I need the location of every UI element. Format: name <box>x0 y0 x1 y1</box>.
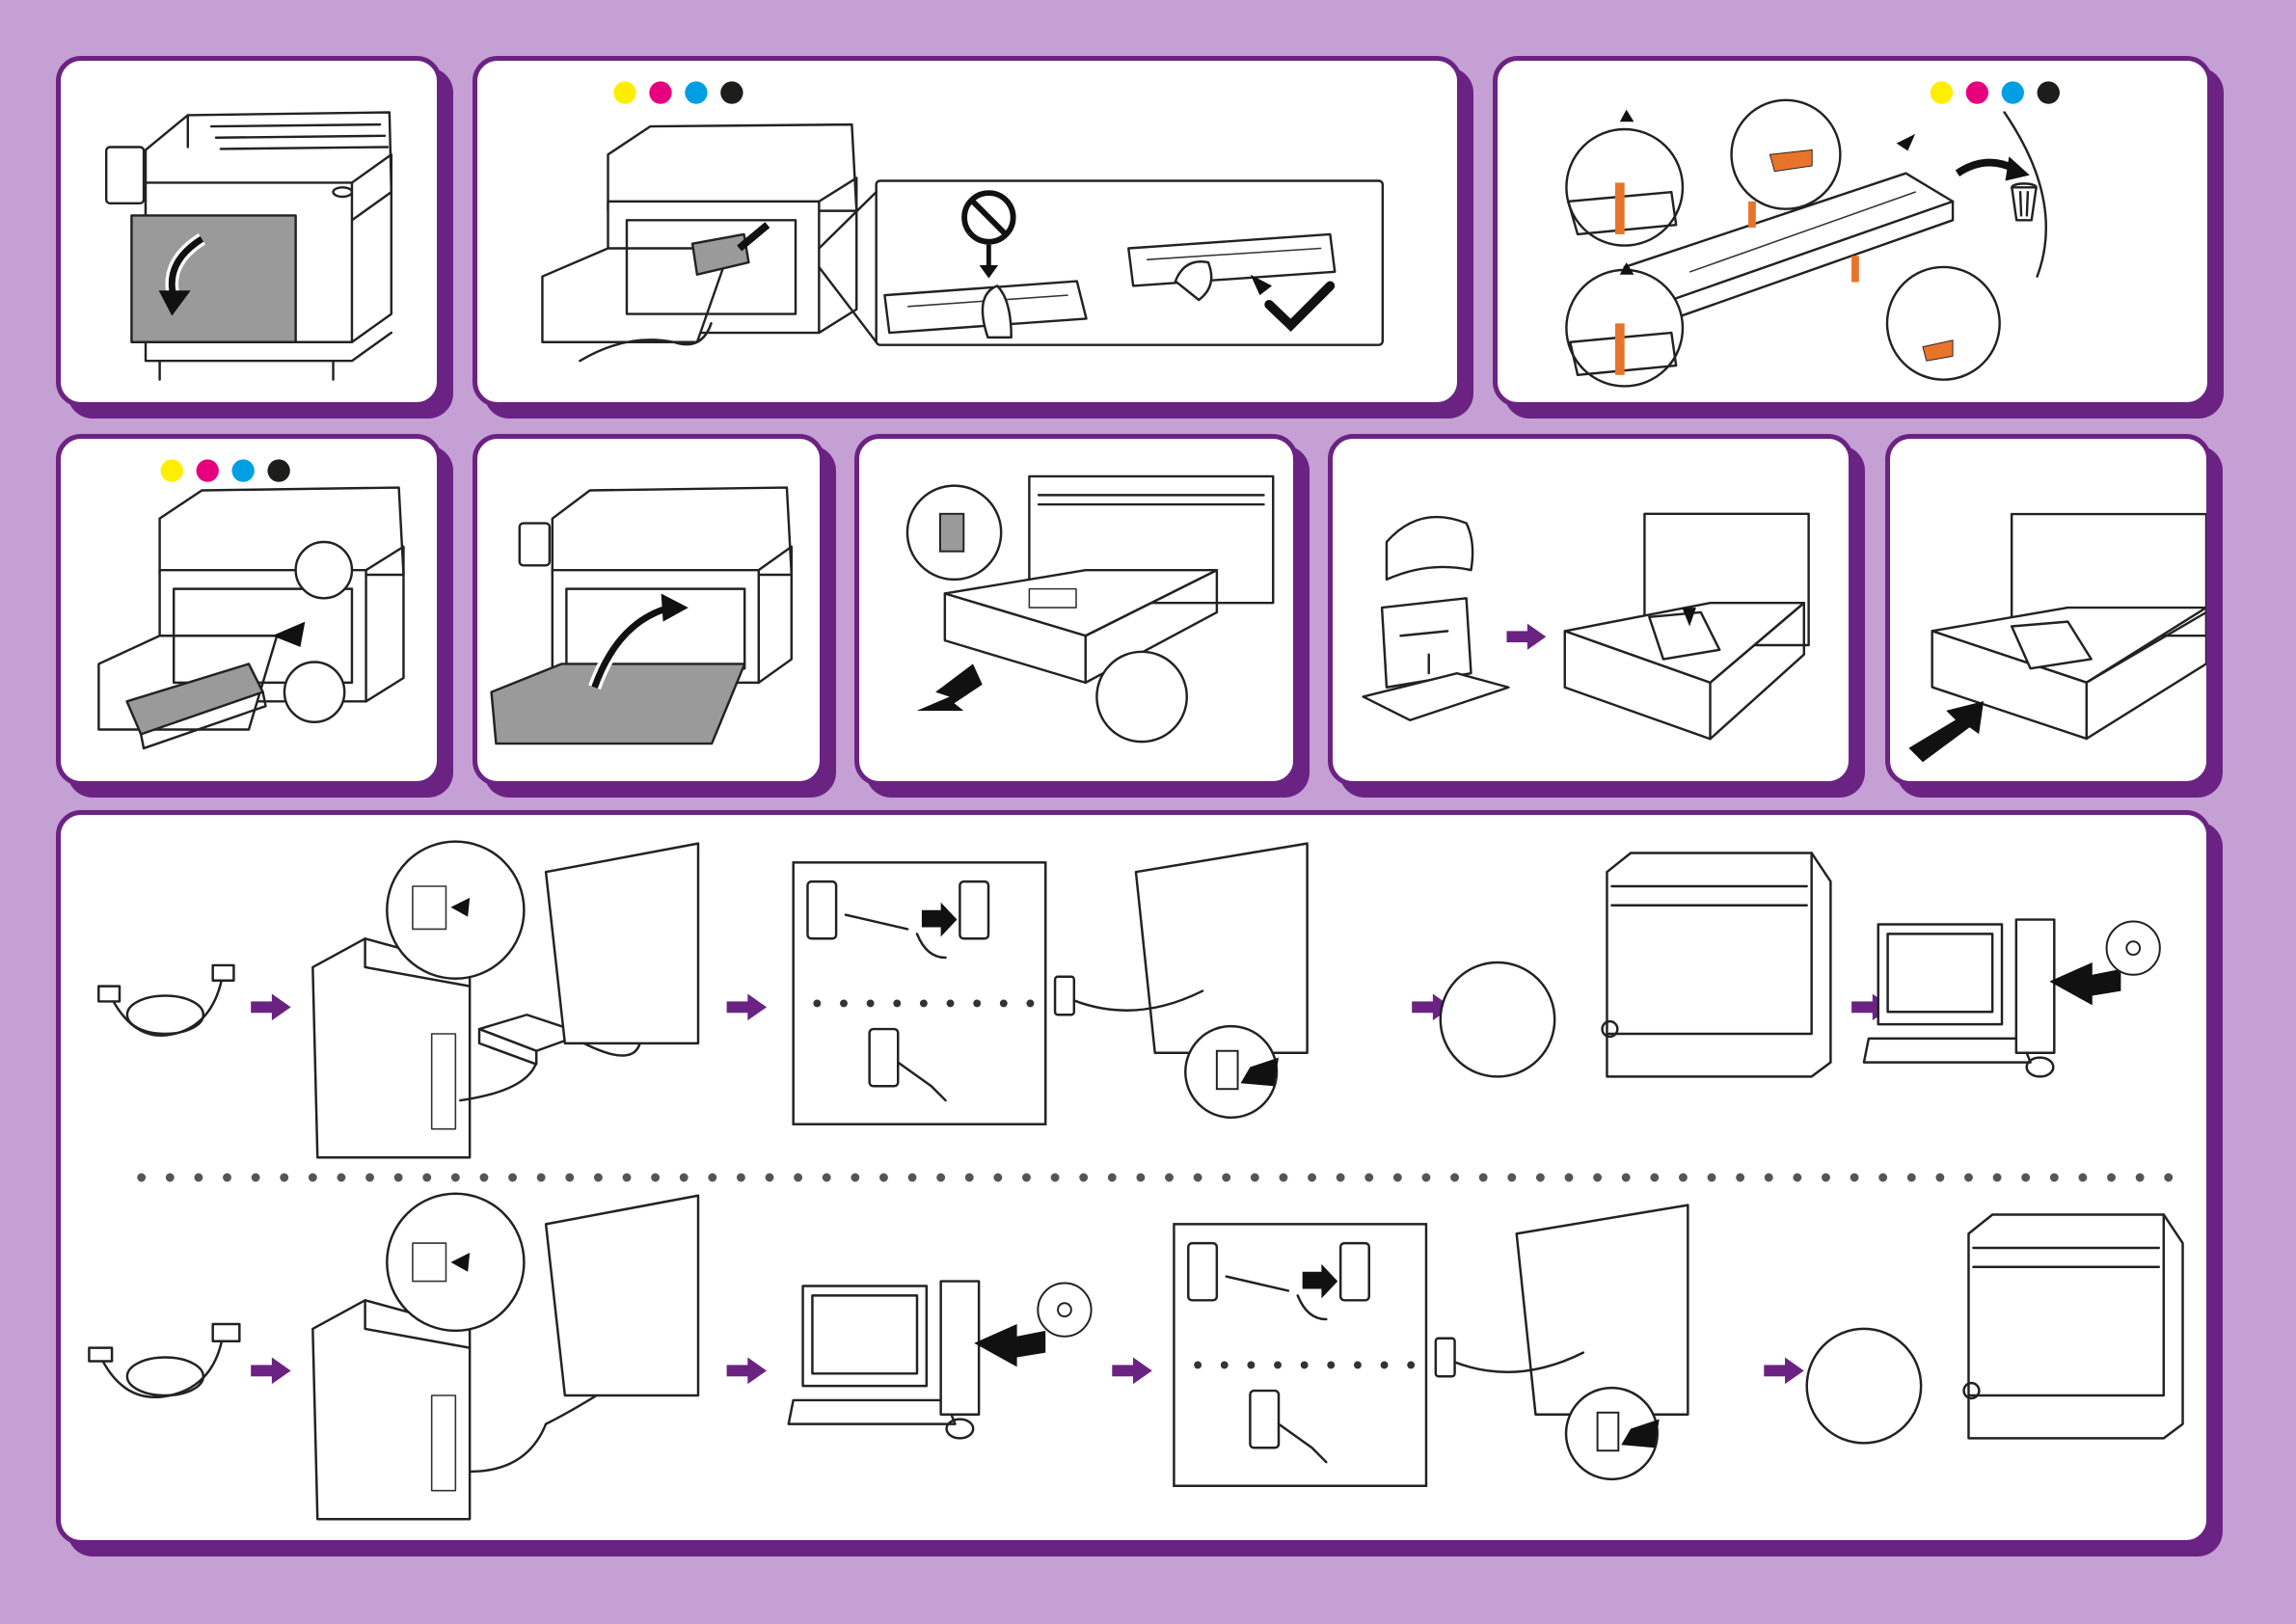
computer-icon <box>789 1282 979 1439</box>
printer-back-icon <box>1055 844 1308 1053</box>
printer-back-icon <box>1436 1205 1688 1415</box>
paper-tray-icon <box>1565 514 1809 739</box>
step-insert-drum <box>56 434 442 786</box>
lan-cable-icon <box>98 965 233 1036</box>
drum-cartridge-icon <box>1566 100 2045 387</box>
paper-stack-icon <box>1364 517 1509 720</box>
computer-icon <box>1864 920 2054 1077</box>
power-outlet-box <box>1174 1224 1426 1485</box>
arrow-icon <box>1908 701 1984 762</box>
toner-dots <box>161 459 290 481</box>
toner-dots <box>1931 81 2060 103</box>
connection-panel <box>56 810 2211 1545</box>
step-open-front-cover <box>56 56 442 407</box>
trash-bin-icon <box>2012 183 2036 220</box>
step-remove-protective-parts <box>1493 56 2212 407</box>
step-push-in-tray <box>1885 434 2211 786</box>
arrow-icon <box>917 663 983 711</box>
network-row <box>98 842 2160 1158</box>
step-pull-out-tray <box>854 434 1298 786</box>
printer-icon <box>61 61 437 402</box>
power-switch-icon <box>1185 1026 1279 1118</box>
arrow-icon <box>1506 624 1546 650</box>
printer-icon <box>542 124 856 361</box>
usb-cable-icon <box>89 1324 239 1397</box>
curved-arrow-icon <box>1958 156 2030 180</box>
printer-icon <box>1441 853 1831 1076</box>
cd-icon <box>2107 922 2160 975</box>
power-outlet-box <box>794 862 1046 1123</box>
printer-icon <box>1807 1214 2183 1443</box>
usb-row <box>89 1194 2182 1520</box>
power-switch-icon <box>1566 1388 1660 1479</box>
step-load-paper <box>1328 434 1853 786</box>
step-close-front-cover <box>473 434 824 786</box>
step-remove-drum <box>473 56 1462 407</box>
toner-dots <box>613 81 743 103</box>
cd-icon <box>1038 1284 1091 1337</box>
